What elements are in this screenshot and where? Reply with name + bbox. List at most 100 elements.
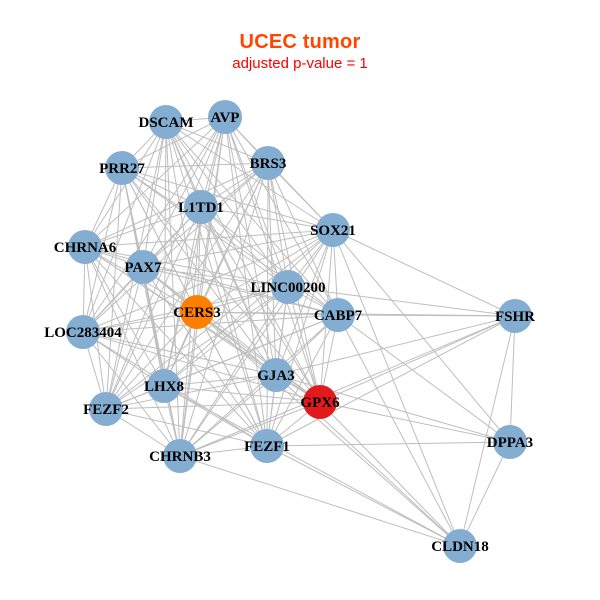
node-DPPA3 [493,425,527,459]
edge-GJA3-LHX8 [163,374,277,387]
node-FEZF2 [89,392,123,426]
edge-FSHR-FEZF1 [266,315,516,447]
edge-AVP-CHRNA6 [84,116,226,248]
edge-LOC283404-CHRNB3 [82,331,181,457]
node-label-CERS3: CERS3 [173,305,221,321]
node-label-AVP: AVP [211,110,240,126]
edge-CERS3-LOC283404 [82,311,198,333]
node-LHX8 [147,369,181,403]
edge-PAX7-LINC00200 [142,266,289,288]
edge-DPPA3-CABP7 [337,314,511,443]
edge-SOX21-LOC283404 [82,229,334,333]
plot-subtitle: adjusted p-value = 1 [232,55,368,72]
edge-LINC00200-FEZF2 [105,286,289,410]
edge-L1TD1-CHRNB3 [179,206,202,457]
edge-BRS3-FEZF2 [105,162,269,410]
edge-BRS3-LOC283404 [82,162,269,333]
edge-CHRNA6-CHRNB3 [84,246,181,457]
node-PAX7 [126,250,160,284]
edge-AVP-LHX8 [163,116,226,387]
edge-SOX21-FEZF2 [105,229,334,410]
node-label-CABP7: CABP7 [314,308,363,324]
edge-LINC00200-GPX6 [287,286,321,403]
edge-CABP7-FEZF1 [266,314,339,447]
edge-L1TD1-CHRNA6 [84,206,202,248]
node-SOX21 [316,213,350,247]
edge-PRR27-LINC00200 [121,167,289,288]
edge-DPPA3-CLDN18 [459,441,511,547]
edge-FSHR-CHRNB3 [179,315,516,457]
edge-CHRNA6-FEZF1 [84,246,268,447]
edge-CERS3-FEZF2 [105,311,198,410]
node-label-BRS3: BRS3 [250,156,287,172]
node-label-L1TD1: L1TD1 [178,200,224,216]
node-DSCAM [149,105,183,139]
edge-BRS3-GJA3 [267,162,277,376]
edge-L1TD1-FEZF2 [105,206,202,410]
node-label-PAX7: PAX7 [124,260,162,276]
edge-AVP-GPX6 [224,116,321,403]
edge-DSCAM-FEZF1 [165,121,268,447]
edge-AVP-PRR27 [121,116,226,169]
node-label-GPX6: GPX6 [300,395,340,411]
edge-PAX7-FEZF2 [105,266,144,410]
edge-CERS3-GPX6 [196,311,321,403]
edge-GPX6-FEZF2 [105,401,321,410]
edge-GJA3-FEZF2 [105,374,277,410]
node-GJA3 [259,358,293,392]
edge-CLDN18-LHX8 [163,385,461,547]
node-label-GJA3: GJA3 [257,368,295,384]
edge-DSCAM-LHX8 [163,121,167,387]
node-CABP7 [321,298,355,332]
edge-PAX7-CABP7 [142,266,339,316]
edge-SOX21-CHRNB3 [179,229,334,457]
edge-DPPA3-SOX21 [332,229,511,443]
node-CHRNB3 [163,439,197,473]
edge-SOX21-FEZF1 [266,229,334,447]
node-PRR27 [105,151,139,185]
edge-GJA3-CHRNB3 [179,374,277,457]
node-label-CLDN18: CLDN18 [431,539,489,555]
edge-BRS3-LHX8 [163,162,269,387]
edge-DSCAM-LOC283404 [82,121,167,333]
edge-L1TD1-FEZF1 [200,206,268,447]
edge-SOX21-CERS3 [196,229,334,313]
edge-PRR27-SOX21 [121,167,334,231]
edge-FSHR-LINC00200 [287,286,516,317]
node-label-DPPA3: DPPA3 [487,435,533,451]
edge-BRS3-FEZF1 [266,162,269,447]
edge-SOX21-PAX7 [142,229,334,268]
node-label-FSHR: FSHR [495,309,535,325]
edge-FSHR-DPPA3 [509,315,516,443]
edge-FSHR-GPX6 [319,315,516,403]
edge-BRS3-CABP7 [267,162,339,316]
edge-CLDN18-SOX21 [332,229,461,547]
edge-L1TD1-CABP7 [200,206,339,316]
edge-GPX6-CHRNB3 [179,401,321,457]
edge-LINC00200-CHRNB3 [179,286,289,457]
edge-FSHR-GJA3 [275,315,516,376]
edge-AVP-LOC283404 [82,116,226,333]
edge-BRS3-PRR27 [121,162,269,169]
node-CERS3 [180,295,214,329]
node-LINC00200 [271,270,305,304]
node-L1TD1 [184,190,218,224]
edge-CLDN18-CABP7 [337,314,461,547]
edge-FSHR-CERS3 [196,311,516,317]
node-BRS3 [251,146,285,180]
edge-CHRNA6-LINC00200 [84,246,289,288]
node-label-PRR27: PRR27 [99,161,145,177]
edge-LHX8-FEZF1 [163,385,268,447]
edge-LHX8-GPX6 [163,385,321,403]
edge-PAX7-FEZF1 [142,266,268,447]
edge-FSHR-CLDN18 [459,315,516,547]
node-LOC283404 [66,315,100,349]
node-label-LINC00200: LINC00200 [250,280,325,296]
edge-L1TD1-CERS3 [196,206,202,313]
plot-title: UCEC tumor [239,31,361,53]
edge-LINC00200-LHX8 [163,286,289,387]
edge-L1TD1-SOX21 [200,206,334,231]
edge-DSCAM-BRS3 [165,121,269,164]
